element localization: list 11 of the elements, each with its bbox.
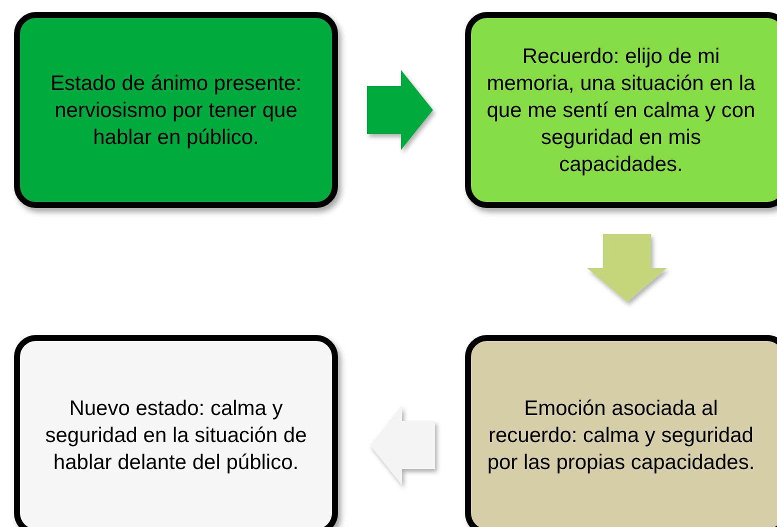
process-box xyxy=(14,12,338,208)
process-box xyxy=(14,335,338,527)
block-arrow xyxy=(587,234,667,302)
box-text: Emoción asociada al recuerdo: calma y seguridad por las propias capacidades. xyxy=(486,396,756,476)
box-text: Estado de ánimo presente: nerviosismo por tener que hablar en público. xyxy=(50,70,302,150)
block-arrow xyxy=(370,405,435,485)
box-text: Recuerdo: elijo de mi memoria, una situación en la que me sentí en calma y con seguridad en mis capacidades. xyxy=(486,44,756,178)
process-box xyxy=(465,335,777,527)
block-arrow xyxy=(367,70,433,150)
box-text: Nuevo estado: calma y seguridad en la situación de hablar delante del público. xyxy=(44,396,308,476)
process-box xyxy=(465,12,777,208)
